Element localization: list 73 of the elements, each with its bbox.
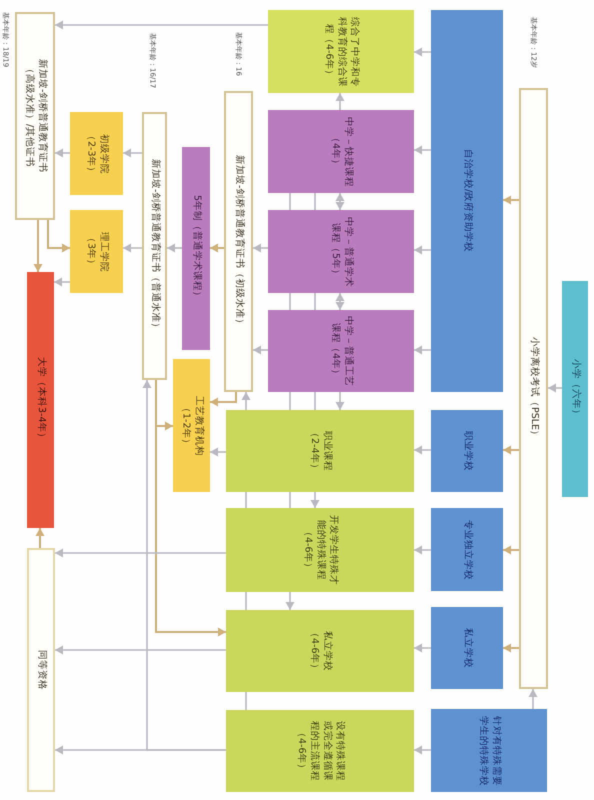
arrow bbox=[253, 346, 268, 354]
school-box: 专业独立学校 bbox=[431, 508, 503, 591]
school-box: 理工学院（3年） bbox=[70, 210, 123, 293]
arrow bbox=[142, 380, 226, 751]
arrow bbox=[414, 644, 431, 652]
arrow bbox=[54, 278, 70, 286]
connector-line bbox=[245, 692, 247, 710]
arrow bbox=[414, 146, 431, 154]
arrow bbox=[503, 446, 519, 454]
connector-line bbox=[289, 293, 291, 310]
connector-line bbox=[314, 293, 316, 310]
arrow bbox=[34, 220, 42, 272]
arrow bbox=[36, 528, 44, 548]
connector-line bbox=[289, 492, 291, 508]
course-box: 设有特殊课程或完全遵循课程的主流课程（4-6年） bbox=[226, 710, 414, 792]
arrow bbox=[414, 346, 431, 354]
school-box: 工艺教育机构（1-2年） bbox=[173, 359, 210, 492]
connector-line bbox=[289, 392, 291, 410]
course-box: 5年制（普通学术课程） bbox=[182, 147, 210, 350]
school-box: 小学（六年） bbox=[562, 281, 588, 497]
connector-line bbox=[314, 193, 316, 210]
arrow bbox=[210, 448, 226, 456]
school-box: 职业学校 bbox=[431, 410, 503, 492]
certificate-box: 新加坡-剑桥普通教育证书（初级水准） bbox=[224, 91, 253, 392]
connector-line bbox=[289, 193, 291, 210]
arrow bbox=[286, 592, 294, 610]
arrow bbox=[528, 689, 538, 709]
arrow bbox=[310, 492, 320, 508]
double-arrow bbox=[336, 293, 344, 310]
arrow bbox=[414, 246, 431, 254]
school-box: 初级学院（2-3年） bbox=[70, 112, 123, 195]
arrow bbox=[336, 392, 344, 410]
certificate-box: 新加坡-剑桥普通教育证书（普通水准） bbox=[142, 112, 167, 380]
arrow bbox=[503, 546, 519, 554]
arrow bbox=[503, 644, 519, 652]
course-box: 中学－普通学术课程（5年） bbox=[268, 210, 414, 293]
arrow bbox=[253, 244, 268, 252]
exam-box: 小学离校考试（PSLE） bbox=[519, 88, 548, 689]
course-box: 综合了中学和专科教育的综合课程（4-6年） bbox=[268, 10, 414, 93]
course-box: 中学－快捷课程（4年） bbox=[268, 110, 414, 193]
course-box: 职业课程（2-4年） bbox=[226, 410, 414, 492]
arrow bbox=[242, 392, 250, 410]
arrow bbox=[414, 48, 431, 56]
arrow bbox=[414, 546, 431, 554]
arrow bbox=[210, 392, 237, 406]
arrow bbox=[123, 244, 142, 252]
school-box: 自治学校/政府资助学校 bbox=[431, 10, 503, 392]
arrow bbox=[55, 548, 226, 558]
connector-line bbox=[314, 392, 316, 410]
arrow bbox=[414, 746, 431, 754]
connector-line bbox=[245, 492, 247, 508]
course-box: 中学－普通工艺课程（4年） bbox=[268, 310, 414, 392]
arrow bbox=[336, 93, 344, 110]
school-box: 针对有特殊需要学生的特殊学校 bbox=[431, 709, 547, 792]
arrow bbox=[47, 220, 70, 252]
qualification-box: 同等资格 bbox=[27, 548, 55, 792]
connector-line bbox=[245, 592, 247, 610]
arrow bbox=[414, 446, 431, 454]
arrow bbox=[503, 196, 519, 204]
school-box: 大学（本科3-4年） bbox=[27, 272, 54, 528]
arrow bbox=[55, 646, 226, 654]
arrow bbox=[155, 380, 226, 636]
arrow bbox=[548, 384, 562, 392]
arrow bbox=[55, 148, 70, 158]
school-box: 私立学校 bbox=[431, 607, 503, 689]
certificate-box: 新加坡-剑桥普通教育证书（高级水准）/其他证书 bbox=[15, 12, 55, 220]
arrow bbox=[167, 244, 182, 252]
course-box: 开发学生特殊才能的特殊课程（4-6年） bbox=[226, 508, 414, 592]
arrow bbox=[210, 244, 224, 252]
course-box: 私立学校（4-6年） bbox=[226, 610, 414, 692]
double-arrow bbox=[336, 193, 344, 210]
arrow bbox=[55, 20, 268, 30]
arrow bbox=[123, 148, 142, 158]
